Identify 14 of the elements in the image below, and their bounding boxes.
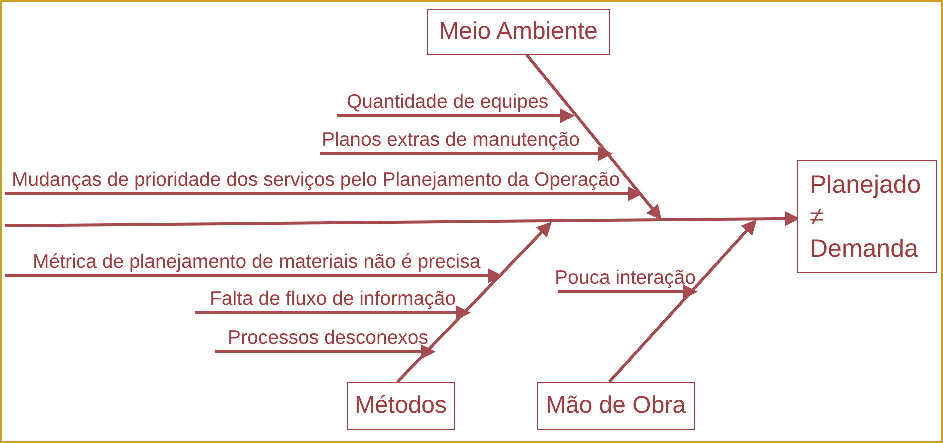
cause-label: Mudanças de prioridade dos serviços pelo Planejamento da Operação (12, 169, 620, 192)
bone-arrow (608, 220, 758, 383)
cause-label: Quantidade de equipes (347, 91, 549, 114)
category-box: Métodos (347, 382, 455, 430)
cause-label: Planos extras de manutenção (322, 129, 580, 152)
bone-arrow (526, 54, 662, 220)
cause-label: Pouca interação (555, 267, 696, 290)
cause-label: Métrica de planejamento de materiais não é precisa (33, 251, 481, 274)
cause-label: Falta de fluxo de informação (210, 288, 456, 311)
effect-box: Planejado ≠ Demanda (797, 160, 937, 273)
category-box: Meio Ambiente (427, 9, 610, 55)
bone-arrow (396, 222, 552, 384)
cause-label: Processos desconexos (228, 327, 429, 350)
category-box: Mão de Obra (537, 382, 695, 430)
